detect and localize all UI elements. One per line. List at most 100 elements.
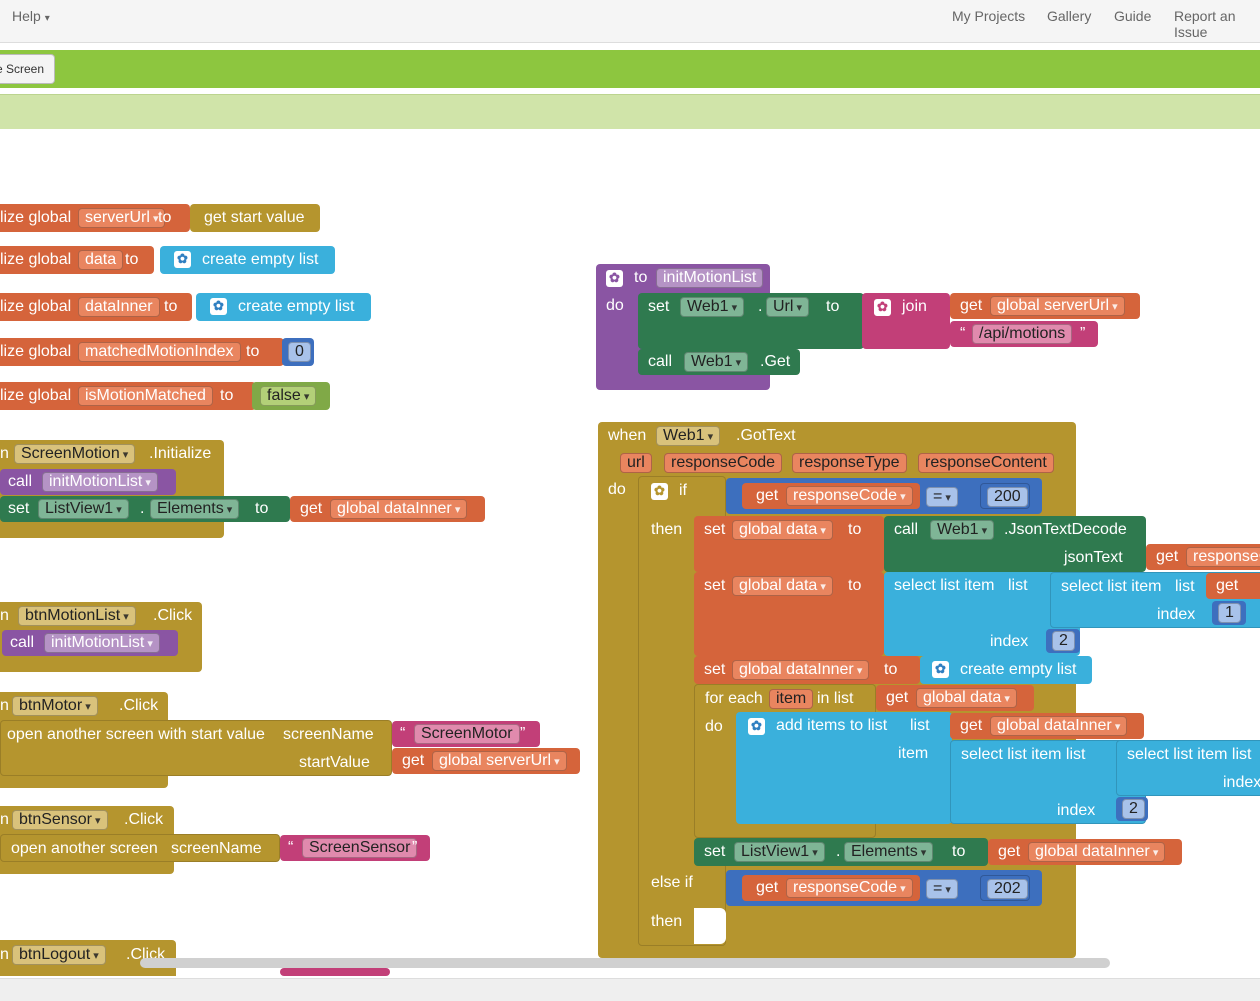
procedure-name[interactable]: initMotionList <box>42 472 158 492</box>
procedure-name[interactable]: initMotionList <box>44 633 160 653</box>
empty-then-slot[interactable] <box>694 908 726 944</box>
create-empty-list-block[interactable]: ✿ create empty list <box>160 246 335 274</box>
nav-guide[interactable]: Guide <box>1114 8 1152 24</box>
boolean-block[interactable]: false <box>252 382 330 410</box>
variable-name[interactable]: global serverUrl <box>990 296 1125 316</box>
text-block[interactable]: “ ScreenMotor ” <box>392 721 540 747</box>
property-name[interactable]: Elements <box>844 842 934 862</box>
blocks-workspace[interactable]: lize global serverUrl to get start value… <box>0 136 1260 976</box>
get-variable-block[interactable]: get global serverUrl <box>392 748 580 774</box>
call-web-get-block[interactable]: call Web1 .Get <box>638 349 800 375</box>
variable-name[interactable]: responseC <box>1186 547 1260 567</box>
number-value[interactable]: 2 <box>1122 799 1145 819</box>
horizontal-scrollbar[interactable] <box>140 958 1110 968</box>
variable-name[interactable]: matchedMotionIndex <box>78 342 241 362</box>
global-serverurl-block[interactable]: lize global serverUrl to <box>0 204 190 232</box>
get-variable-block[interactable]: get global dataInner <box>988 839 1182 865</box>
boolean-value[interactable]: false <box>260 386 317 406</box>
get-responsecontent-block[interactable]: get responseC <box>1146 544 1260 570</box>
number-value[interactable]: 2 <box>1052 631 1075 651</box>
number-block[interactable]: 202 <box>980 875 1030 901</box>
gear-icon[interactable]: ✿ <box>651 483 668 500</box>
set-web-url-block[interactable]: set Web1 . Url to <box>638 293 864 349</box>
select-list-item-block[interactable]: select list item list index <box>1116 740 1260 796</box>
get-variable-block[interactable]: get global dataInner <box>290 496 485 522</box>
loop-variable[interactable]: item <box>769 689 814 709</box>
global-data-block[interactable]: lize global data to <box>0 246 154 274</box>
component-name[interactable]: Web1 <box>656 426 721 446</box>
get-variable-block[interactable]: get <box>1206 573 1260 599</box>
variable-name[interactable]: global serverUrl <box>432 751 567 771</box>
variable-name[interactable]: global data <box>732 576 833 596</box>
variable-name[interactable]: serverUrl <box>78 208 166 228</box>
set-global-datainner-block[interactable]: set global dataInner to <box>694 656 920 684</box>
open-screen-block[interactable]: open another screen screenName <box>0 834 280 862</box>
gear-icon[interactable]: ✿ <box>932 661 949 678</box>
component-name[interactable]: ListView1 <box>734 842 825 862</box>
get-responsecode-block[interactable]: get responseCode <box>742 875 920 901</box>
set-listview-elements-block[interactable]: set ListView1 . Elements to <box>0 496 290 522</box>
compare-operator[interactable]: = <box>926 879 958 899</box>
number-value[interactable]: 202 <box>987 879 1028 899</box>
create-empty-list-block[interactable]: ✿ create empty list <box>196 293 371 321</box>
number-block[interactable]: 0 <box>282 338 314 366</box>
component-name[interactable]: ListView1 <box>38 499 129 519</box>
variable-name[interactable]: data <box>78 250 124 270</box>
variable-name[interactable]: global dataInner <box>990 716 1128 736</box>
variable-name[interactable]: global dataInner <box>732 660 870 680</box>
component-name[interactable]: Web1 <box>930 520 995 540</box>
help-menu[interactable]: Help ▾ <box>12 8 50 24</box>
call-procedure-block[interactable]: call initMotionList <box>0 469 176 495</box>
open-screen-with-value-block[interactable]: open another screen with start value scr… <box>0 720 392 776</box>
get-variable-block[interactable]: get global data <box>876 685 1034 711</box>
join-block[interactable]: ✿ join <box>862 293 950 349</box>
get-start-value-block[interactable]: get start value <box>190 204 320 232</box>
component-name[interactable]: btnSensor <box>12 810 108 830</box>
component-name[interactable]: btnMotionList <box>18 606 136 626</box>
component-name[interactable]: btnMotor <box>12 696 98 716</box>
component-name[interactable]: Web1 <box>680 297 745 317</box>
variable-name[interactable]: global data <box>732 520 833 540</box>
variable-name[interactable]: responseCode <box>786 486 913 506</box>
select-list-item-block[interactable]: select list item list index <box>950 740 1146 824</box>
nav-my-projects[interactable]: My Projects <box>952 8 1026 24</box>
gear-icon[interactable]: ✿ <box>874 299 891 316</box>
number-block[interactable]: 200 <box>980 483 1030 509</box>
number-value[interactable]: 1 <box>1218 603 1241 623</box>
property-name[interactable]: Url <box>766 297 810 317</box>
global-ismotionmatched-block[interactable]: lize global isMotionMatched to <box>0 382 256 410</box>
number-block[interactable]: 1 <box>1212 601 1246 625</box>
param-responsetype[interactable]: responseType <box>792 453 907 473</box>
nav-gallery[interactable]: Gallery <box>1047 8 1092 24</box>
screen-button[interactable]: e Screen <box>0 54 55 84</box>
text-block[interactable]: “ /api/motions ” <box>950 321 1098 347</box>
get-variable-block[interactable]: get global dataInner <box>950 713 1144 739</box>
set-global-data-block[interactable]: set global data to <box>694 516 884 572</box>
set-global-data-block[interactable]: set global data to <box>694 572 884 656</box>
param-url[interactable]: url <box>620 453 652 473</box>
text-value[interactable]: /api/motions <box>972 324 1073 344</box>
gear-icon[interactable]: ✿ <box>606 270 623 287</box>
variable-name[interactable]: isMotionMatched <box>78 386 213 406</box>
param-responsecode[interactable]: responseCode <box>664 453 783 473</box>
number-value[interactable]: 0 <box>288 342 311 362</box>
add-items-to-list-block[interactable]: ✿ add items to list list item <box>736 712 952 824</box>
procedure-name[interactable]: initMotionList <box>656 268 764 288</box>
variable-name[interactable]: global data <box>916 688 1017 708</box>
get-variable-block[interactable]: get global serverUrl <box>950 293 1140 319</box>
gear-icon[interactable]: ✿ <box>748 718 765 735</box>
call-procedure-block[interactable]: call initMotionList <box>2 630 178 656</box>
variable-name[interactable]: global dataInner <box>1028 842 1166 862</box>
nav-report-issue[interactable]: Report an Issue <box>1174 8 1236 40</box>
number-value[interactable]: 200 <box>987 487 1028 507</box>
json-decode-block[interactable]: call Web1 .JsonTextDecode jsonText <box>884 516 1146 572</box>
create-empty-list-block[interactable]: ✿ create empty list <box>920 656 1092 684</box>
gear-icon[interactable]: ✿ <box>174 251 191 268</box>
property-name[interactable]: Elements <box>150 499 240 519</box>
component-name[interactable]: ScreenMotion <box>14 444 136 464</box>
compare-operator[interactable]: = <box>926 487 958 507</box>
variable-name[interactable]: global dataInner <box>330 499 468 519</box>
text-value[interactable]: ScreenSensor <box>302 838 418 858</box>
global-matchedmotionindex-block[interactable]: lize global matchedMotionIndex to <box>0 338 284 366</box>
number-block[interactable]: 2 <box>1046 629 1080 653</box>
